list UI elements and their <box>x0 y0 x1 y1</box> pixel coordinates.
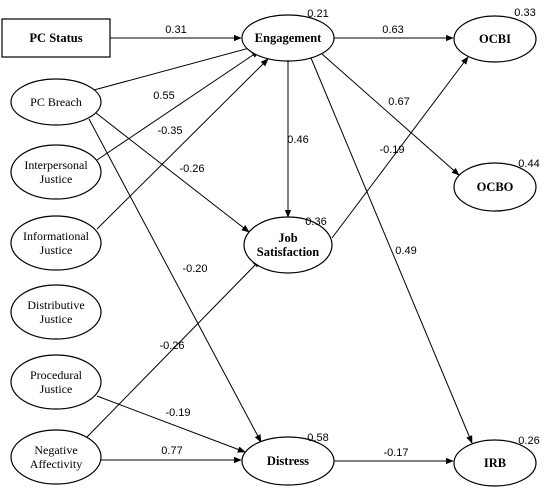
node-label-line: Negative <box>34 443 77 457</box>
node-ellipse <box>453 15 537 63</box>
path-pc_breach-to-distress <box>88 118 262 443</box>
r-squared-label: 0.21 <box>307 8 328 20</box>
node-label-line: PC Status <box>29 31 82 45</box>
node-label-line: Justice <box>40 382 73 396</box>
path-negative_affectivity-to-job_satisfaction <box>86 259 261 438</box>
r-squared-label: 0.58 <box>307 432 328 444</box>
path-procedural_justice-to-distress <box>96 395 246 453</box>
coef-label-engagement-to-ocbo: 0.67 <box>388 96 409 108</box>
coef-label-procedural_justice-to-distress: -0.19 <box>165 407 190 419</box>
node-label-line: Distress <box>267 454 309 468</box>
node-ellipse <box>10 144 102 200</box>
node-ocbi: OCBI 0.33 <box>453 7 537 63</box>
node-label-line: Affectivity <box>30 457 82 471</box>
node-label-line: Procedural <box>30 368 83 382</box>
r-squared-label: 0.44 <box>518 158 539 170</box>
coef-label-pc_breach-to-distress: -0.20 <box>182 263 207 275</box>
node-ellipse <box>243 216 333 274</box>
node-box <box>1 18 111 58</box>
node-label-line: Justice <box>40 172 73 186</box>
path-engagement-to-ocbo <box>321 53 460 176</box>
path-job_satisfaction-to-ocbi <box>331 56 469 239</box>
node-label-line: PC Breach <box>30 95 82 109</box>
node-ellipse <box>10 284 102 340</box>
node-label-line: OCBI <box>479 32 511 46</box>
r-squared-label: 0.36 <box>305 216 326 228</box>
node-engagement: Engagement 0.21 <box>241 8 335 62</box>
coef-label-negative_affectivity-to-distress: 0.77 <box>161 445 182 457</box>
node-ellipse <box>453 439 537 487</box>
node-label-line: Distributive <box>27 298 84 312</box>
coef-label-pc_breach-to-job_satisfaction: -0.26 <box>179 163 204 175</box>
path-interpersonal_justice-to-engagement <box>96 50 260 161</box>
node-ellipse <box>10 429 102 485</box>
node-label-line: Engagement <box>255 31 323 45</box>
path-pc_breach-to-engagement <box>93 44 258 91</box>
node-ellipse <box>453 162 537 212</box>
coef-label-engagement-to-job_satisfaction: 0.46 <box>287 134 308 146</box>
node-label-line: Satisfaction <box>257 245 320 259</box>
coef-label-pc_status-to-engagement: 0.31 <box>165 24 186 36</box>
coef-label-negative_affectivity-to-job_satisfaction: -0.26 <box>159 340 184 352</box>
node-pc-status: PC Status <box>1 18 111 58</box>
coef-label-interpersonal_justice-to-engagement: -0.35 <box>157 125 182 137</box>
node-pc-breach: PC Breach <box>10 78 102 126</box>
node-ellipse <box>241 14 335 62</box>
r-squared-label: 0.33 <box>514 7 535 19</box>
node-label-line: IRB <box>484 456 506 470</box>
coef-label-engagement-to-irb: 0.49 <box>395 245 416 257</box>
path-informational_justice-to-engagement <box>96 58 269 230</box>
node-ellipse <box>10 354 102 410</box>
coef-label-pc_breach-to-engagement: 0.55 <box>153 90 174 102</box>
coef-label-distress-to-irb: -0.17 <box>383 447 408 459</box>
coef-label-job_satisfaction-to-ocbi: -0.19 <box>379 144 404 156</box>
node-label-line: OCBO <box>477 180 514 194</box>
node-label-line: Interpersonal <box>24 158 88 172</box>
path-pc_breach-to-job_satisfaction <box>95 112 250 233</box>
node-distress: Distress 0.58 <box>241 432 335 486</box>
path-engagement-to-irb <box>310 57 473 444</box>
coef-label-engagement-to-ocbi: 0.63 <box>382 24 403 36</box>
r-squared-label: 0.26 <box>518 435 539 447</box>
node-ocbo: OCBO 0.44 <box>453 158 540 212</box>
node-label-line: Justice <box>40 243 73 257</box>
node-ellipse <box>10 215 102 271</box>
node-label-line: Job <box>278 231 298 245</box>
node-ellipse <box>10 78 102 126</box>
node-ellipse <box>241 436 335 486</box>
node-label-line: Justice <box>40 312 73 326</box>
node-label-line: Informational <box>23 229 90 243</box>
node-irb: IRB 0.26 <box>453 435 540 487</box>
